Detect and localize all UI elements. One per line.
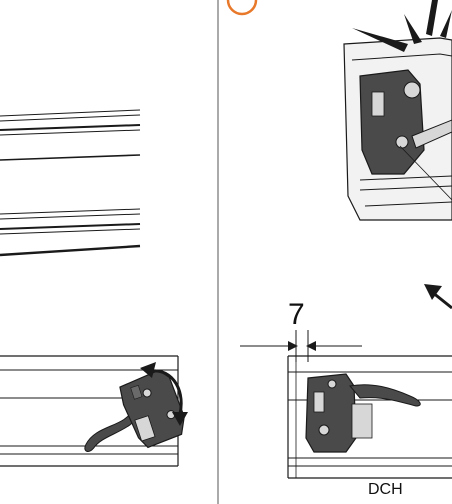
rail-with-clip-right (287, 355, 452, 479)
release-clip-right (305, 373, 421, 453)
pressure-arrows-icon (352, 0, 452, 52)
step-circle-icon (226, 0, 258, 16)
model-code-label: DCH (368, 481, 403, 498)
rail-lower (0, 208, 141, 257)
dimension-annotation (240, 330, 362, 362)
curved-double-arrow-icon (140, 362, 188, 426)
dimension-value-label: 7 (288, 298, 305, 331)
release-clip-left (84, 369, 185, 452)
diagonal-arrow-icon (424, 284, 452, 310)
housing-upper-view (343, 37, 452, 221)
rail-upper (0, 109, 141, 161)
